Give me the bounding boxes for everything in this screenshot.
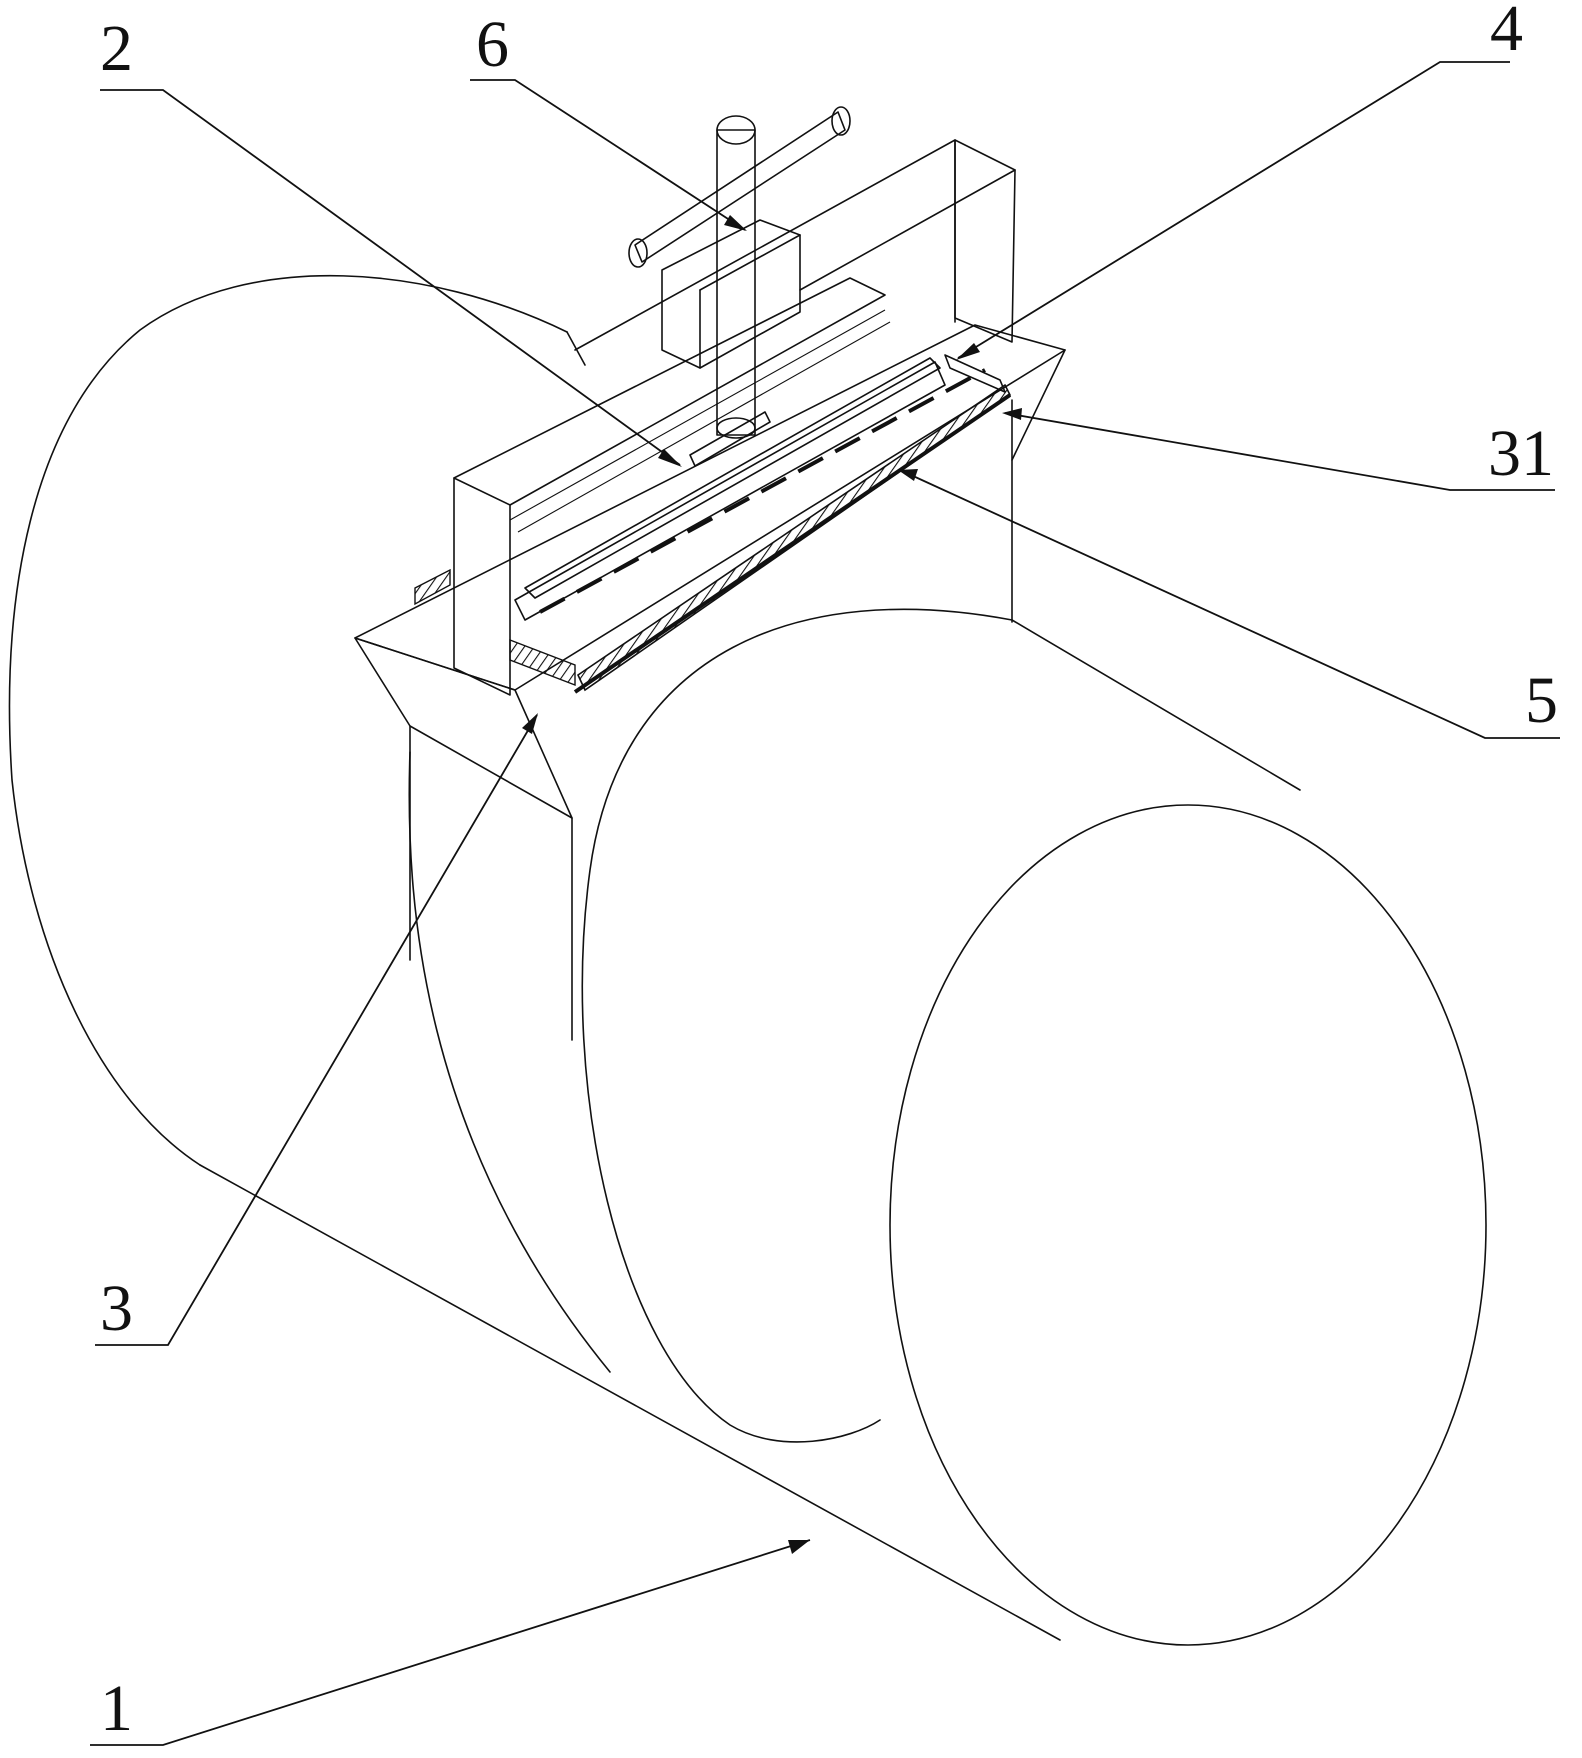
label-6: 6 (476, 8, 509, 81)
pipe-clamp-ring-arc (409, 752, 610, 1372)
carriage-small-block (690, 412, 770, 466)
arrow-5 (898, 469, 918, 481)
pipe-front-end-ellipse (890, 805, 1486, 1645)
leader-1 (90, 1540, 810, 1745)
front-beam-top (454, 278, 885, 505)
label-31: 31 (1488, 417, 1554, 490)
leader-6 (470, 80, 745, 230)
pipe-rear-end-arc (10, 276, 567, 1165)
vertical-shaft (717, 130, 755, 435)
leader-2 (100, 90, 680, 465)
crossbar (635, 112, 845, 262)
label-5: 5 (1525, 664, 1558, 737)
label-2: 2 (100, 12, 133, 85)
pipe-right-silhouette (1012, 620, 1300, 790)
carriage-hatched-edge (510, 640, 575, 685)
rear-upright-block (955, 140, 1015, 342)
arrow-4 (956, 343, 980, 360)
lifting-handle (629, 107, 850, 438)
carriage (510, 358, 985, 685)
leader-3 (95, 715, 537, 1345)
leader-31 (1005, 413, 1555, 490)
cutter-strip-edge (575, 395, 1010, 692)
cutter-strip (575, 355, 1010, 692)
handle-housing (662, 220, 800, 368)
carriage-dashed-centerline (540, 370, 985, 612)
pipe-clamp-ring-outline (582, 609, 1012, 1442)
leader-5 (900, 470, 1560, 738)
pipe-bottom-silhouette (200, 1165, 1060, 1640)
arrow-3 (522, 713, 538, 734)
labels: 1 2 3 31 4 5 6 (100, 0, 1558, 1745)
leader-lines (90, 62, 1560, 1745)
rear-beam-edge (800, 170, 1015, 290)
label-1: 1 (100, 1672, 133, 1745)
leader-4 (958, 62, 1510, 358)
base-plate-top (355, 325, 1065, 690)
front-upright-post (454, 478, 510, 695)
label-4: 4 (1490, 0, 1523, 65)
arrow-6 (724, 215, 747, 231)
rear-beam-top (575, 140, 955, 350)
arrow-1 (788, 1540, 810, 1554)
pipe-top-silhouette (567, 332, 585, 365)
pipe (10, 276, 1486, 1645)
label-3: 3 (100, 1272, 133, 1345)
